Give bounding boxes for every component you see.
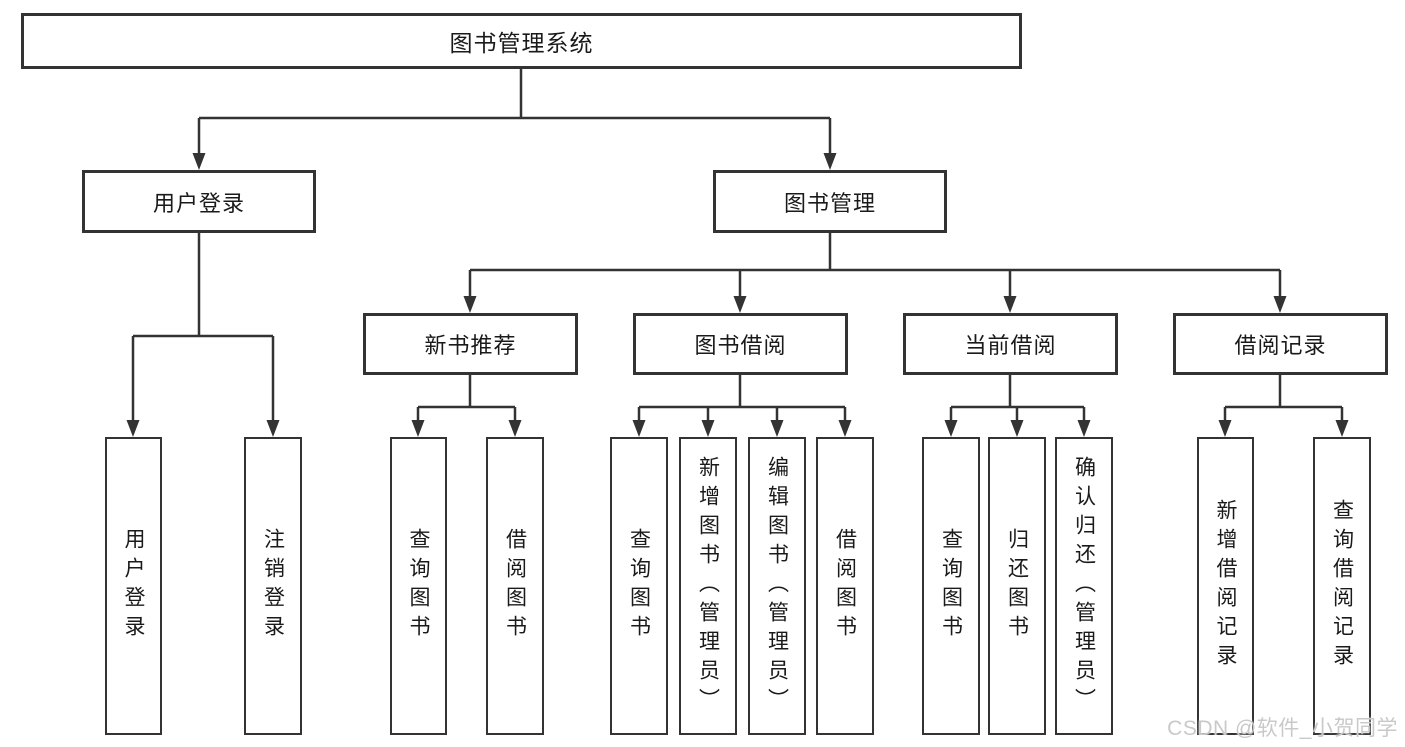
node-borrowing-records: 借阅记录 [1173, 313, 1388, 375]
leaf-logout: 注销登录 [244, 437, 302, 735]
leaf-query-borrow-record: 查询借阅记录 [1313, 437, 1371, 735]
node-new-book-recommendation: 新书推荐 [363, 313, 578, 375]
leaf-borrow-books-recommend: 借阅图书 [486, 437, 544, 735]
leaf-query-books-recommend: 查询图书 [390, 437, 447, 735]
leaf-query-books-current: 查询图书 [922, 437, 980, 735]
node-current-borrowing: 当前借阅 [903, 313, 1118, 375]
node-user-login: 用户登录 [82, 170, 316, 233]
leaf-query-books-borrowing: 查询图书 [610, 437, 668, 735]
leaf-return-books: 归还图书 [988, 437, 1046, 735]
leaf-user-login: 用户登录 [105, 437, 162, 735]
leaf-add-book-admin: 新增图书（管理员） [679, 437, 737, 735]
leaf-add-borrow-record: 新增借阅记录 [1197, 437, 1254, 735]
node-book-management: 图书管理 [713, 170, 947, 233]
leaf-edit-book-admin: 编辑图书（管理员） [748, 437, 806, 735]
leaf-borrow-books-borrowing: 借阅图书 [816, 437, 874, 735]
node-library-management-system: 图书管理系统 [21, 13, 1022, 69]
node-book-borrowing: 图书借阅 [633, 313, 848, 375]
leaf-confirm-return-admin: 确认归还（管理员） [1055, 437, 1113, 735]
csdn-watermark: CSDN @软件_小贺同学 [1167, 717, 1398, 740]
